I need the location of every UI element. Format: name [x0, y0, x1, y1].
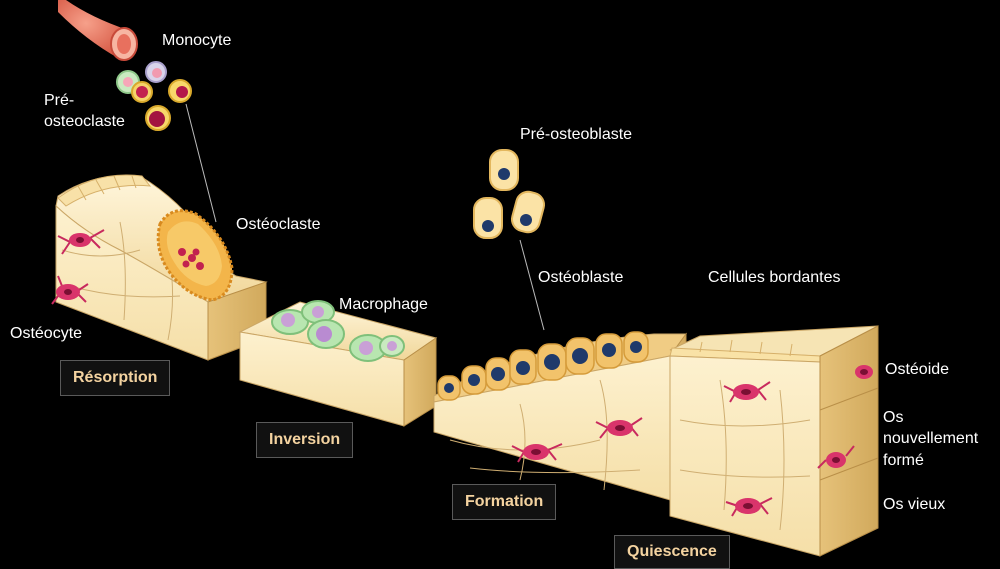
- label-os-nouveau-line2: nouvellement: [883, 430, 979, 447]
- label-osteocyte: Ostéocyte: [10, 325, 83, 342]
- pointer-line: [519, 239, 545, 331]
- stage-quiescence: Quiescence: [614, 535, 730, 569]
- osteocyte-cell: [725, 497, 773, 517]
- stage-inversion: Inversion: [256, 422, 354, 458]
- osteocyte-cell: [817, 445, 855, 469]
- label-os-nouveau-line1: Os: [883, 409, 904, 426]
- label-pre-osteoblaste: Pré-osteoblaste: [520, 126, 633, 143]
- block-quiescence: [669, 325, 879, 557]
- label-osteoblaste: Ostéoblaste: [538, 269, 624, 286]
- stage-formation: Formation: [452, 484, 557, 520]
- block-formation: [433, 331, 687, 502]
- label-pre-osteoclaste-line1: Pré-: [44, 92, 75, 109]
- label-os-nouveau-line3: formé: [883, 452, 924, 469]
- osteocyte-cell: [57, 229, 105, 255]
- osteocyte-cell: [51, 275, 89, 305]
- block-resorption: [51, 174, 268, 361]
- label-macrophage: Macrophage: [339, 296, 428, 313]
- macrophage-cells: [271, 300, 405, 362]
- pre-osteoblast-cells: [473, 149, 546, 239]
- osteocyte-cell: [723, 381, 771, 403]
- osteoblast-row: [437, 331, 649, 401]
- osteoclast-cell: [156, 209, 234, 302]
- label-pre-osteoclaste-line2: osteoclaste: [44, 113, 125, 130]
- label-cellules-bordantes: Cellules bordantes: [708, 269, 841, 286]
- label-osteoclaste: Ostéoclaste: [236, 216, 321, 233]
- label-monocyte: Monocyte: [162, 32, 232, 49]
- monocyte-cells: [116, 61, 192, 131]
- osteocyte-cell: [855, 365, 873, 379]
- stage-resorption: Résorption: [60, 360, 171, 396]
- label-osteoide: Ostéoide: [885, 361, 950, 378]
- blood-vessel: [58, 0, 138, 61]
- osteocyte-cell: [595, 417, 643, 439]
- pointer-line: [185, 103, 217, 223]
- label-os-vieux: Os vieux: [883, 496, 946, 513]
- osteocyte-cell: [511, 443, 563, 463]
- block-inversion: [238, 300, 438, 427]
